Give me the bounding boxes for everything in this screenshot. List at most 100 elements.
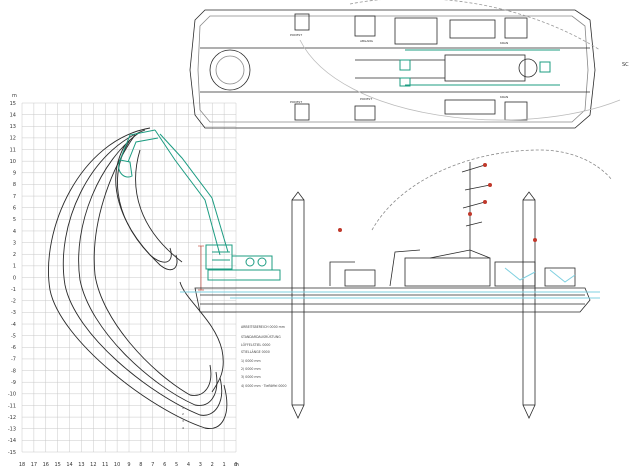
excavator-undercarriage [207, 269, 281, 281]
x-tick-label: 10 [114, 462, 120, 468]
plan-hull-outline [189, 9, 596, 129]
reach-curve-3 [62, 129, 222, 416]
x-tick-label: 1 [223, 462, 226, 468]
curve-label-group: 1 2 3 4 [182, 406, 184, 430]
plan-label-5: KRAN [500, 41, 508, 45]
deck-crane-left [329, 261, 355, 286]
y-tick-label: 7 [13, 194, 16, 200]
reach-curve-tail [179, 281, 224, 393]
plan-pump-unit [444, 54, 526, 82]
plan-spud-well-bottom [294, 103, 310, 121]
x-tick-label: 6 [163, 462, 166, 468]
y-tick-label: -6 [11, 345, 16, 351]
y-tick-label: -12 [8, 415, 16, 421]
y-tick-label: 2 [13, 252, 16, 258]
note-line: 4) 0000 mm · Tieflöffel 0000 [241, 384, 286, 388]
x-tick-label: 0 [234, 462, 237, 468]
reach-curve-inner-a [117, 139, 172, 263]
y-tick-label: 11 [10, 147, 16, 153]
x-tick-label: 17 [31, 462, 37, 468]
y-tick-label: -1 [11, 287, 16, 293]
x-tick-label: 7 [151, 462, 154, 468]
y-tick-label: -11 [8, 403, 16, 409]
note-line: ARBEITSBEREICH 0000 mm [241, 325, 285, 329]
note-line: LÖFFELSTIEL 0000 [241, 342, 270, 347]
x-tick-label: 9 [127, 462, 130, 468]
note-line: 2) 0000 mm [241, 367, 261, 371]
plan-turntable [209, 49, 251, 91]
y-tick-label: -14 [8, 438, 16, 444]
spud-leg-right [522, 199, 536, 406]
pontoon-hull [194, 287, 591, 313]
plan-piping [399, 49, 560, 87]
plan-label-3: ABGANG [360, 39, 374, 43]
deck-house [404, 257, 491, 287]
plan-label-1: PODEST [290, 33, 302, 37]
side-elevation [194, 149, 613, 419]
curve-label-1: 1 [182, 406, 184, 410]
plan-label-4: PODEST [360, 97, 372, 101]
note-line: 1) 0000 mm [241, 359, 261, 363]
y-tick-label: -15 [8, 450, 16, 456]
y-tick-label: -7 [11, 357, 16, 363]
x-tick-label: 15 [54, 462, 60, 468]
reach-curve-inner-c [135, 149, 183, 263]
y-tick-label: -8 [11, 368, 16, 374]
waterline [180, 267, 600, 299]
x-tick-label: 18 [19, 462, 25, 468]
reach-grid [21, 102, 237, 453]
excavator [118, 129, 281, 281]
plan-spud-well-top [294, 13, 310, 31]
excavator-boom [154, 129, 221, 256]
excavator-cab [205, 244, 233, 270]
reach-curve-inner-b [115, 144, 178, 271]
x-tick-label: 12 [90, 462, 96, 468]
x-tick-label: 3 [199, 462, 202, 468]
note-line: STIELLÄNGE 0000 [241, 349, 270, 354]
y-tick-label: -2 [11, 299, 16, 305]
corner-text: SC [622, 62, 629, 68]
curve-label-3: 3 [182, 419, 184, 423]
y-tick-label: -9 [11, 380, 16, 386]
excavator-marker [198, 245, 204, 291]
y-tick-label: 5 [13, 217, 16, 223]
x-tick-label: 2 [211, 462, 214, 468]
y-tick-label: -4 [11, 322, 16, 328]
note-line: STANDARDAUSRÜSTUNG [241, 334, 281, 339]
x-tick-label: 4 [187, 462, 190, 468]
x-tick-label: 14 [66, 462, 72, 468]
y-tick-label: 15 [10, 101, 16, 107]
reach-curve-2 [78, 131, 218, 406]
note-line: 3) 0000 mm [241, 375, 261, 379]
x-tick-label: 5 [175, 462, 178, 468]
excavator-stick [119, 129, 156, 161]
reach-curve-1 [93, 134, 212, 396]
plan-label-2: PODEST [290, 100, 302, 104]
y-tick-label: 10 [10, 159, 16, 165]
crane-swing-arc [371, 149, 613, 231]
y-tick-label: 9 [13, 171, 16, 177]
y-tick-label: -5 [11, 333, 16, 339]
y-tick-label: 3 [13, 240, 16, 246]
y-tick-label: 6 [13, 206, 16, 212]
y-tick-label: 12 [10, 136, 16, 142]
y-tick-label: 4 [13, 229, 16, 235]
mast-markers [338, 163, 537, 242]
plan-label-6: KRAN [500, 95, 508, 99]
deck-crane-mid [389, 249, 421, 287]
spud-leg-left [291, 199, 305, 406]
y-tick-label: 0 [13, 275, 16, 281]
x-axis-unit: m [234, 462, 239, 468]
y-axis-ticks: 1514131211109876543210-1-2-3-4-5-6-7-8-9… [8, 101, 16, 456]
y-tick-label: -13 [8, 427, 16, 433]
reach-curve-4 [48, 127, 228, 430]
curve-label-2: 2 [182, 412, 184, 416]
x-tick-label: 16 [43, 462, 49, 468]
x-tick-label: 13 [78, 462, 84, 468]
notes-block: ARBEITSBEREICH 0000 mm STANDARDAUSRÜSTUNG… [241, 325, 286, 388]
y-tick-label: 8 [13, 182, 16, 188]
y-tick-label: 14 [10, 112, 16, 118]
y-tick-label: -10 [8, 392, 16, 398]
